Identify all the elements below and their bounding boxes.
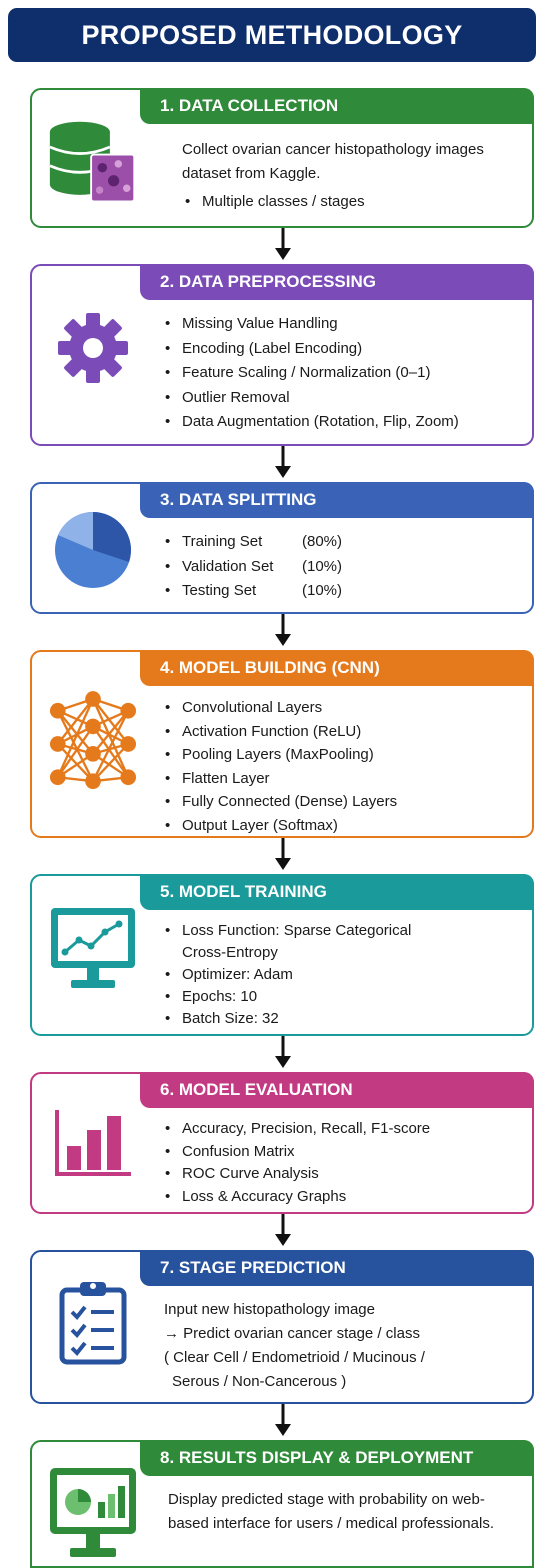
step-model-building: 4. MODEL BUILDING (CNN) Convolutional La… — [30, 650, 534, 838]
clipboard-checklist-icon — [48, 1280, 138, 1366]
bullet-item: Data Augmentation (Rotation, Flip, Zoom) — [162, 410, 522, 435]
step-title: 6. MODEL EVALUATION — [160, 1080, 353, 1099]
step-header: 4. MODEL BUILDING (CNN) — [140, 650, 534, 686]
step-header: 8. RESULTS DISPLAY & DEPLOYMENT — [140, 1440, 534, 1476]
down-arrow-icon — [275, 1214, 291, 1246]
down-arrow-icon — [275, 228, 291, 260]
bullet-item: Confusion Matrix — [162, 1141, 522, 1164]
prediction-line: Serous / Non-Cancerous ) — [172, 1373, 347, 1390]
bullet-item: Multiple classes / stages — [182, 190, 522, 214]
bullet-item: Batch Size: 32 — [162, 1008, 522, 1030]
split-label: Validation Set — [182, 557, 274, 575]
down-arrow-icon — [275, 614, 291, 646]
step-title: 8. RESULTS DISPLAY & DEPLOYMENT — [160, 1448, 474, 1467]
step-header: 5. MODEL TRAINING — [140, 874, 534, 910]
step-header: 6. MODEL EVALUATION — [140, 1072, 534, 1108]
neural-network-icon — [48, 688, 138, 800]
bullet-item: Loss Function: Sparse Categorical Cross-… — [162, 920, 452, 964]
monitor-chart-icon — [48, 906, 138, 994]
down-arrow-icon — [275, 446, 291, 478]
split-value: (10%) — [302, 557, 343, 575]
bullet-item: Activation Function (ReLU) — [162, 720, 522, 744]
bar-chart-icon — [48, 1108, 138, 1180]
split-row-testing: Testing Set (10%) — [162, 579, 522, 604]
step-description: Collect ovarian cancer histopathology im… — [182, 141, 484, 182]
split-row-validation: Validation Set (10%) — [162, 555, 522, 580]
step-title: 4. MODEL BUILDING (CNN) — [160, 658, 380, 677]
bullet-item: Fully Connected (Dense) Layers — [162, 790, 522, 814]
bullet-item: Missing Value Handling — [162, 312, 522, 337]
step-header: 1. DATA COLLECTION — [140, 88, 534, 124]
monitor-dashboard-icon — [48, 1466, 138, 1562]
bullet-item: Accuracy, Precision, Recall, F1-score — [162, 1118, 522, 1141]
step-header: 2. DATA PREPROCESSING — [140, 264, 534, 300]
bullet-item: Loss & Accuracy Graphs — [162, 1186, 522, 1209]
bullet-item: Encoding (Label Encoding) — [162, 337, 522, 362]
database-icon — [48, 116, 138, 208]
bullet-item: Optimizer: Adam — [162, 964, 522, 986]
down-arrow-icon — [275, 838, 291, 870]
bullet-item: Pooling Layers (MaxPooling) — [162, 743, 522, 767]
step-title: 7. STAGE PREDICTION — [160, 1258, 346, 1277]
split-label: Training Set — [182, 533, 263, 550]
prediction-line: Input new histopathology image — [164, 1301, 375, 1318]
step-results-deployment: 8. RESULTS DISPLAY & DEPLOYMENT Display … — [30, 1440, 534, 1568]
gear-icon — [48, 312, 138, 384]
split-row-training: Training Set (80%) — [162, 530, 522, 555]
bullet-item: ROC Curve Analysis — [162, 1163, 522, 1186]
step-model-training: 5. MODEL TRAINING Loss Function: Sparse … — [30, 874, 534, 1036]
down-arrow-icon — [275, 1036, 291, 1068]
step-stage-prediction: 7. STAGE PREDICTION Input new histopatho… — [30, 1250, 534, 1404]
bullet-item: Outlier Removal — [162, 386, 522, 411]
step-data-splitting: 3. DATA SPLITTING Training Set (80%) Vali… — [30, 482, 534, 614]
prediction-line: ( Clear Cell / Endometrioid / Mucinous / — [164, 1349, 425, 1366]
step-data-preprocessing: 2. DATA PREPROCESSING Missing Value Hand… — [30, 264, 534, 446]
split-value: (10%) — [302, 582, 343, 599]
prediction-line: → Predict ovarian cancer stage / class — [164, 1325, 420, 1342]
step-title: 1. DATA COLLECTION — [160, 96, 339, 115]
step-data-collection: 1. DATA COLLECTION Collect ovarian cance… — [30, 88, 534, 228]
step-header: 7. STAGE PREDICTION — [140, 1250, 534, 1286]
title-banner: PROPOSED METHODOLOGY — [8, 8, 536, 62]
step-title: 2. DATA PREPROCESSING — [160, 272, 376, 291]
pie-chart-icon — [48, 508, 138, 592]
step-description: Display predicted stage with probability… — [168, 1491, 494, 1532]
bullet-item: Flatten Layer — [162, 767, 522, 791]
down-arrow-icon — [275, 1404, 291, 1436]
page-title: PROPOSED METHODOLOGY — [81, 19, 463, 50]
bullet-item: Feature Scaling / Normalization (0–1) — [162, 361, 522, 386]
split-label: Testing Set — [182, 582, 257, 599]
step-title: 3. DATA SPLITTING — [160, 490, 317, 509]
bullet-item: Epochs: 10 — [162, 986, 522, 1008]
step-title: 5. MODEL TRAINING — [160, 882, 327, 901]
step-model-evaluation: 6. MODEL EVALUATION Accuracy, Precision,… — [30, 1072, 534, 1214]
step-header: 3. DATA SPLITTING — [140, 482, 534, 518]
bullet-item: Convolutional Layers — [162, 696, 522, 720]
split-value: (80%) — [302, 533, 343, 550]
bullet-item: Output Layer (Softmax) — [162, 814, 522, 838]
